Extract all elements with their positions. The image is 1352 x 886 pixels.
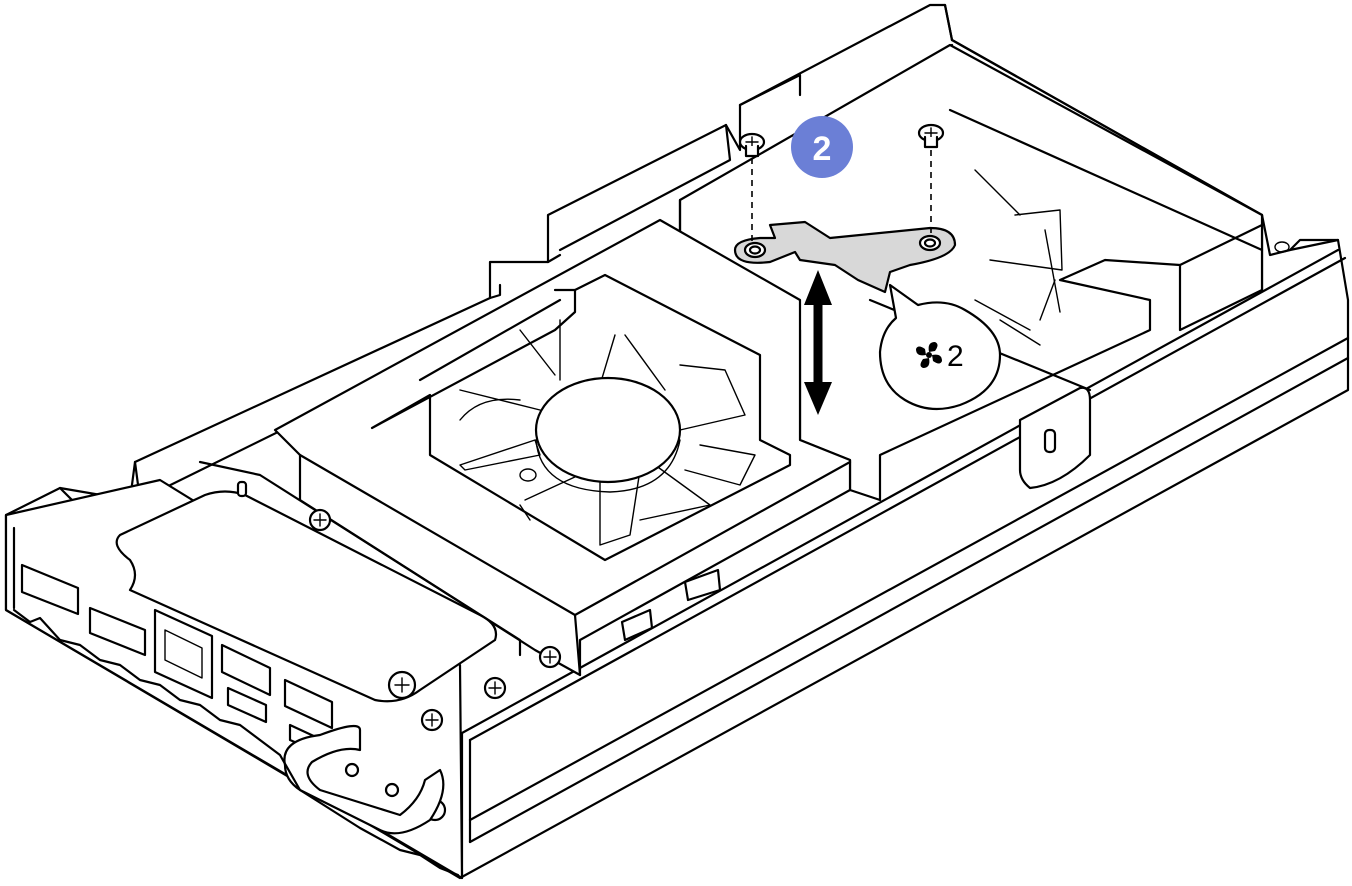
- usb-c-port: [226, 686, 268, 724]
- fan-icon: [916, 342, 942, 368]
- front-fan-housing: [273, 218, 852, 677]
- move-arrow-icon: [804, 270, 832, 415]
- callout-bubble: 2: [878, 283, 1002, 411]
- fan-bracket-assembly: [733, 123, 957, 415]
- step-number: 2: [813, 130, 832, 168]
- step-badge: 2: [791, 116, 853, 178]
- hdmi-port-1: [20, 563, 80, 616]
- fan-bracket: [733, 220, 957, 294]
- front-panel: [4, 460, 722, 880]
- fan-quantity: 2: [947, 340, 964, 373]
- screw-icon: [738, 132, 766, 158]
- hdmi-port-2: [88, 606, 147, 657]
- screw-icon: [917, 123, 945, 149]
- usb-port-2: [283, 678, 334, 730]
- handle: [283, 724, 445, 835]
- usb-port-1: [220, 643, 272, 697]
